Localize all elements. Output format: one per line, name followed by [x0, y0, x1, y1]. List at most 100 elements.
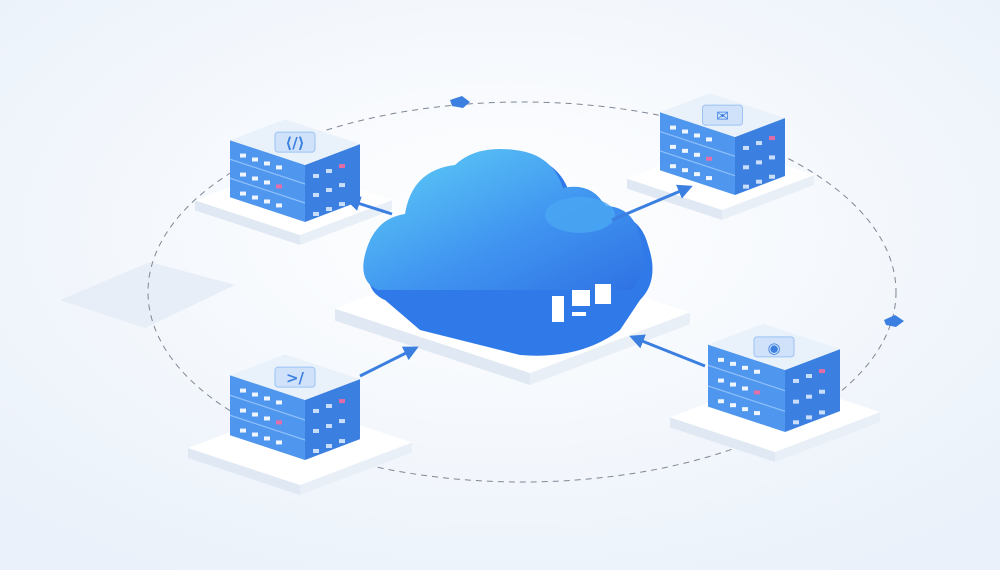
server-top-left-led	[264, 180, 270, 185]
server-top-right-led	[694, 172, 700, 177]
server-top-left-led	[339, 202, 345, 207]
server-bottom-right-box-right-face	[785, 349, 840, 432]
server-bottom-left-led	[252, 412, 258, 417]
server-top-right-led	[769, 136, 775, 141]
server-bottom-left-led	[326, 404, 332, 409]
floor-shadow	[60, 262, 235, 328]
server-top-right-platform-right-face	[722, 175, 814, 220]
arrow-from-server-bottom-right	[629, 334, 706, 368]
code-icon: ⟨/⟩	[285, 134, 304, 152]
server-bottom-left-platform-left-face	[188, 448, 300, 495]
server-bottom-right-led	[742, 407, 748, 412]
arrow-to-server-top-left	[345, 196, 393, 216]
server-bottom-right-led	[819, 369, 825, 374]
server-top-right-led	[769, 155, 775, 160]
server-bottom-right-led	[819, 389, 825, 394]
server-bottom-right-led	[730, 382, 736, 387]
server-top-right-led	[694, 133, 700, 138]
server-top-left-platform-right-face	[300, 200, 392, 245]
server-top-left-platform-left-face	[195, 200, 300, 245]
server-top-left-led	[326, 188, 332, 193]
server-bottom-left-led	[326, 424, 332, 429]
server-top-left-led	[240, 153, 246, 158]
server-bottom-left-led	[313, 448, 319, 453]
server-bottom-left-led	[276, 420, 282, 425]
server-top-left-led	[252, 157, 258, 162]
chat-icon: ◉	[767, 339, 780, 357]
server-top-right-led	[694, 152, 700, 157]
server-top-right-led	[682, 148, 688, 153]
server-bottom-left-led	[264, 396, 270, 401]
server-bottom-left-led	[240, 388, 246, 393]
mail-icon: ✉	[716, 107, 729, 125]
server-top-left-rack-divider	[229, 158, 306, 185]
server-bottom-left-led	[339, 399, 345, 404]
server-bottom-right-led	[730, 403, 736, 408]
server-top-right-led	[743, 165, 749, 170]
server-top-left-led	[339, 183, 345, 188]
server-top-right-icon-tile	[702, 104, 743, 126]
cloud-platform-right-face	[530, 312, 690, 385]
server-bottom-left-led	[264, 436, 270, 441]
server-bottom-right-led	[742, 365, 748, 370]
server-bottom-left-led	[276, 440, 282, 445]
server-bottom-right-led	[718, 357, 724, 362]
server-bottom-right-platform-left-face	[670, 417, 775, 462]
server-bottom-right-led	[718, 399, 724, 404]
cloud-platform-left-face	[335, 308, 530, 385]
terminal-icon: >/	[286, 369, 305, 387]
server-top-left-led	[240, 172, 246, 177]
cloud-bump	[545, 197, 615, 233]
server-top-right-led	[756, 179, 762, 184]
server-bottom-right-rack-divider	[707, 364, 786, 392]
server-top-right-led	[670, 164, 676, 169]
server-top-right-led	[743, 184, 749, 189]
server-bottom-left-rack-divider	[229, 394, 306, 421]
server-top-right-led	[682, 168, 688, 173]
server-bottom-right: ◉	[670, 323, 880, 462]
server-top-left-led	[326, 207, 332, 212]
arrow-to-server-top-right	[611, 184, 693, 222]
server-bottom-left-led	[264, 416, 270, 421]
server-bottom-left-led	[339, 419, 345, 424]
server-bottom-right-led	[754, 411, 760, 416]
server-top-right-led	[682, 129, 688, 134]
server-top-right-rack-divider	[659, 131, 736, 157]
server-bottom-right-led	[730, 361, 736, 366]
server-bottom-left-led	[240, 408, 246, 413]
server-top-left-led	[339, 164, 345, 169]
server-bottom-left-led	[240, 428, 246, 433]
server-bottom-right-led	[718, 378, 724, 383]
server-bottom-left: >/	[188, 354, 412, 495]
server-top-left-led	[326, 169, 332, 174]
cloud-window	[552, 296, 564, 322]
server-bottom-right-led	[806, 394, 812, 399]
server-top-left-rack-divider	[229, 177, 306, 204]
server-bottom-left-rack-divider	[229, 414, 306, 441]
server-top-left-led	[264, 161, 270, 166]
server-top-right-led	[706, 176, 712, 181]
server-bottom-left-led	[252, 432, 258, 437]
server-bottom-right-led	[793, 420, 799, 425]
server-bottom-right-led	[754, 390, 760, 395]
server-bottom-right-led	[742, 386, 748, 391]
server-bottom-left-box-right-face	[305, 379, 360, 460]
server-top-right-led	[769, 174, 775, 179]
server-top-right-led	[756, 141, 762, 146]
server-top-left: ⟨/⟩	[195, 119, 392, 245]
server-bottom-left-platform-right-face	[300, 442, 412, 495]
server-bottom-right-icon-tile	[753, 336, 795, 358]
server-top-right-led	[756, 160, 762, 165]
server-bottom-right-led	[754, 369, 760, 374]
server-bottom-left-led	[276, 400, 282, 405]
server-bottom-right-platform-right-face	[775, 412, 880, 462]
server-top-right-led	[706, 137, 712, 142]
server-bottom-left-led	[252, 392, 258, 397]
cloud-hub	[335, 149, 690, 385]
server-bottom-right-led	[793, 399, 799, 404]
arrow-from-server-bottom-left	[359, 346, 419, 378]
orbit-marker	[450, 96, 470, 108]
server-top-right-led	[670, 125, 676, 130]
server-top-left-led	[313, 173, 319, 178]
server-top-left-led	[252, 195, 258, 200]
